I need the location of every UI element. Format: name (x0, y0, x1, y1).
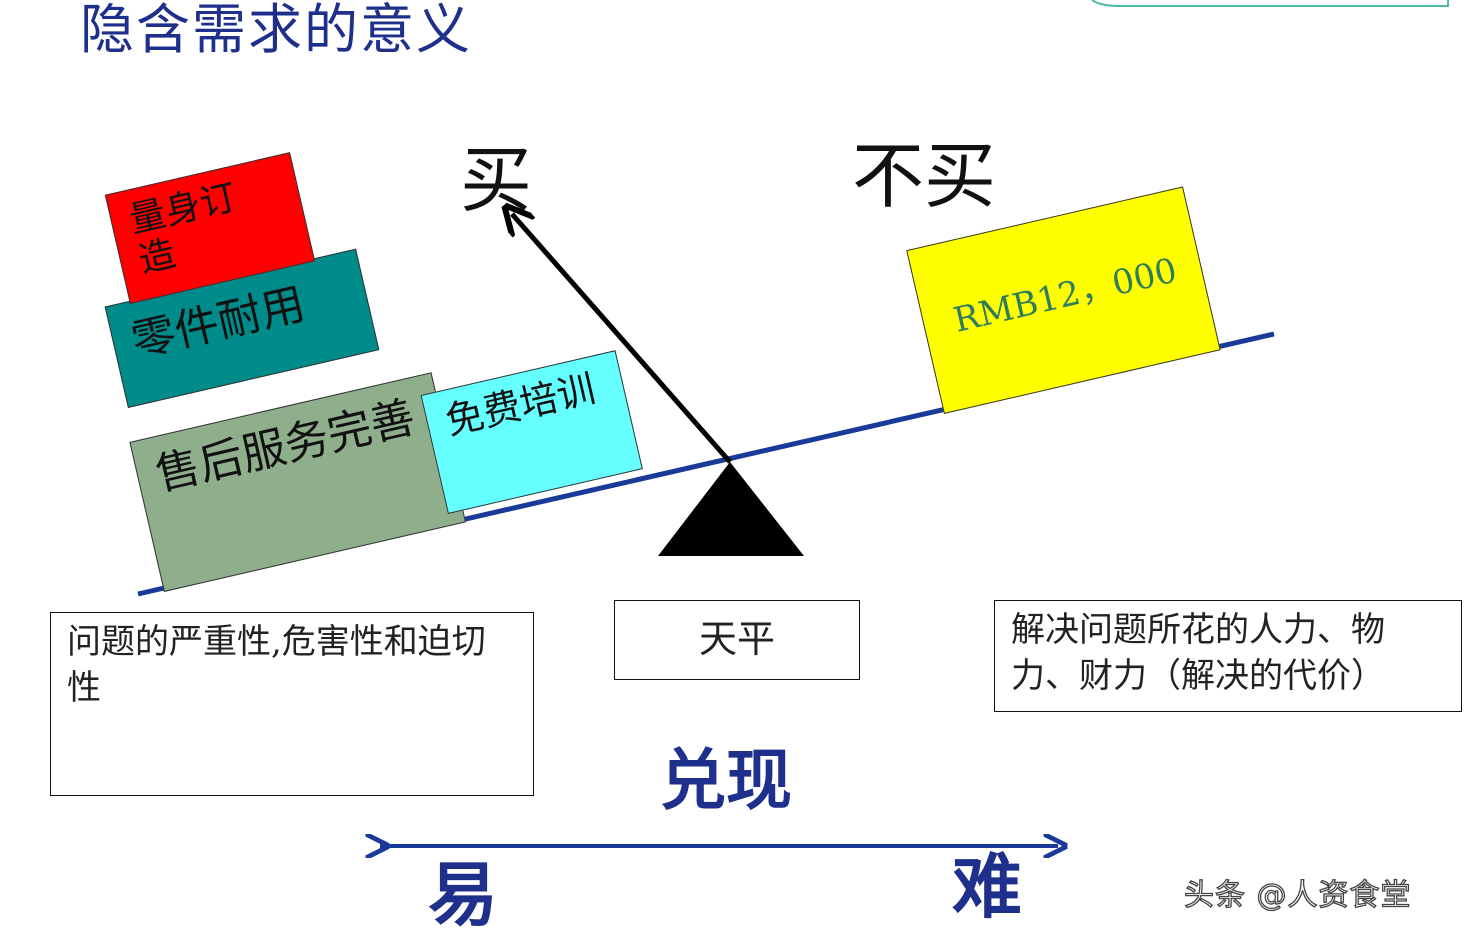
not-buy-label: 不买 (852, 134, 997, 218)
balance-box: 天平 (614, 600, 860, 680)
block-tailor-made-label: 量身订造 (125, 177, 241, 282)
solution-cost-text: 解决问题所花的人力、物力、财力（解决的代价） (1011, 610, 1385, 696)
hard-label: 难 (952, 846, 1022, 928)
problem-severity-text: 问题的严重性,危害性和迫切性 (67, 622, 486, 708)
realization-label: 兑现 (660, 742, 792, 819)
balance-text: 天平 (698, 617, 775, 661)
buy-arrow (512, 214, 732, 464)
top-right-decoration (1091, 0, 1449, 7)
watermark: 头条 @人资食堂 (1183, 877, 1412, 913)
page-title: 隐含需求的意义 (80, 0, 472, 61)
easy-label: 易 (428, 854, 498, 936)
problem-severity-box: 问题的严重性,危害性和迫切性 (50, 612, 534, 796)
solution-cost-box: 解决问题所花的人力、物力、财力（解决的代价） (994, 600, 1462, 712)
fulcrum-triangle (658, 462, 804, 556)
block-price-label: RMB12，000 (949, 250, 1181, 341)
buy-label: 买 (460, 138, 533, 222)
